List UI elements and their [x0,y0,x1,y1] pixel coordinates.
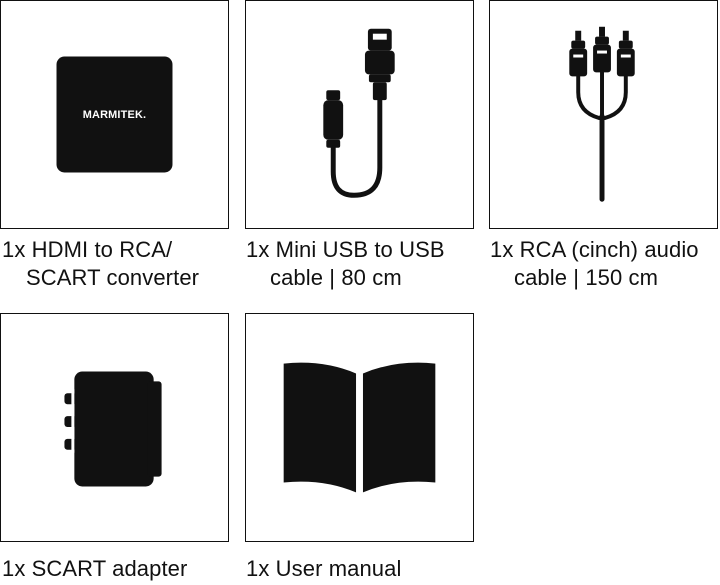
caption-converter: 1x HDMI to RCA/ SCART converter [2,236,199,292]
caption-line-2: cable | 150 cm [514,265,659,290]
tile-usb-cable [245,0,474,229]
tile-converter: MARMITEK. [0,0,229,229]
caption-line-1: 1x User manual [246,556,402,581]
scart-adapter-icon [64,371,162,487]
book-icon [283,362,436,493]
caption-rca-cable: 1x RCA (cinch) audio cable | 150 cm [490,236,699,292]
caption-line-1: 1x HDMI to RCA/ [2,237,173,262]
caption-line-2: cable | 80 cm [270,265,402,290]
mini-usb-cable-icon [323,28,395,198]
tile-rca-cable [489,0,718,229]
caption-usb-cable: 1x Mini USB to USB cable | 80 cm [246,236,445,292]
tile-user-manual [245,313,474,542]
brand-logo-text: MARMITEK. [83,109,146,121]
rca-cable-icon [569,26,635,202]
caption-scart-adapter: 1x SCART adapter [2,555,187,583]
tile-scart-adapter [0,313,229,542]
caption-user-manual: 1x User manual [246,555,401,583]
caption-line-1: 1x SCART adapter [2,556,188,581]
caption-line-1: 1x Mini USB to USB [246,237,445,262]
caption-line-1: 1x RCA (cinch) audio [490,237,699,262]
caption-line-2: SCART converter [26,265,200,290]
converter-box-icon: MARMITEK. [56,56,173,173]
